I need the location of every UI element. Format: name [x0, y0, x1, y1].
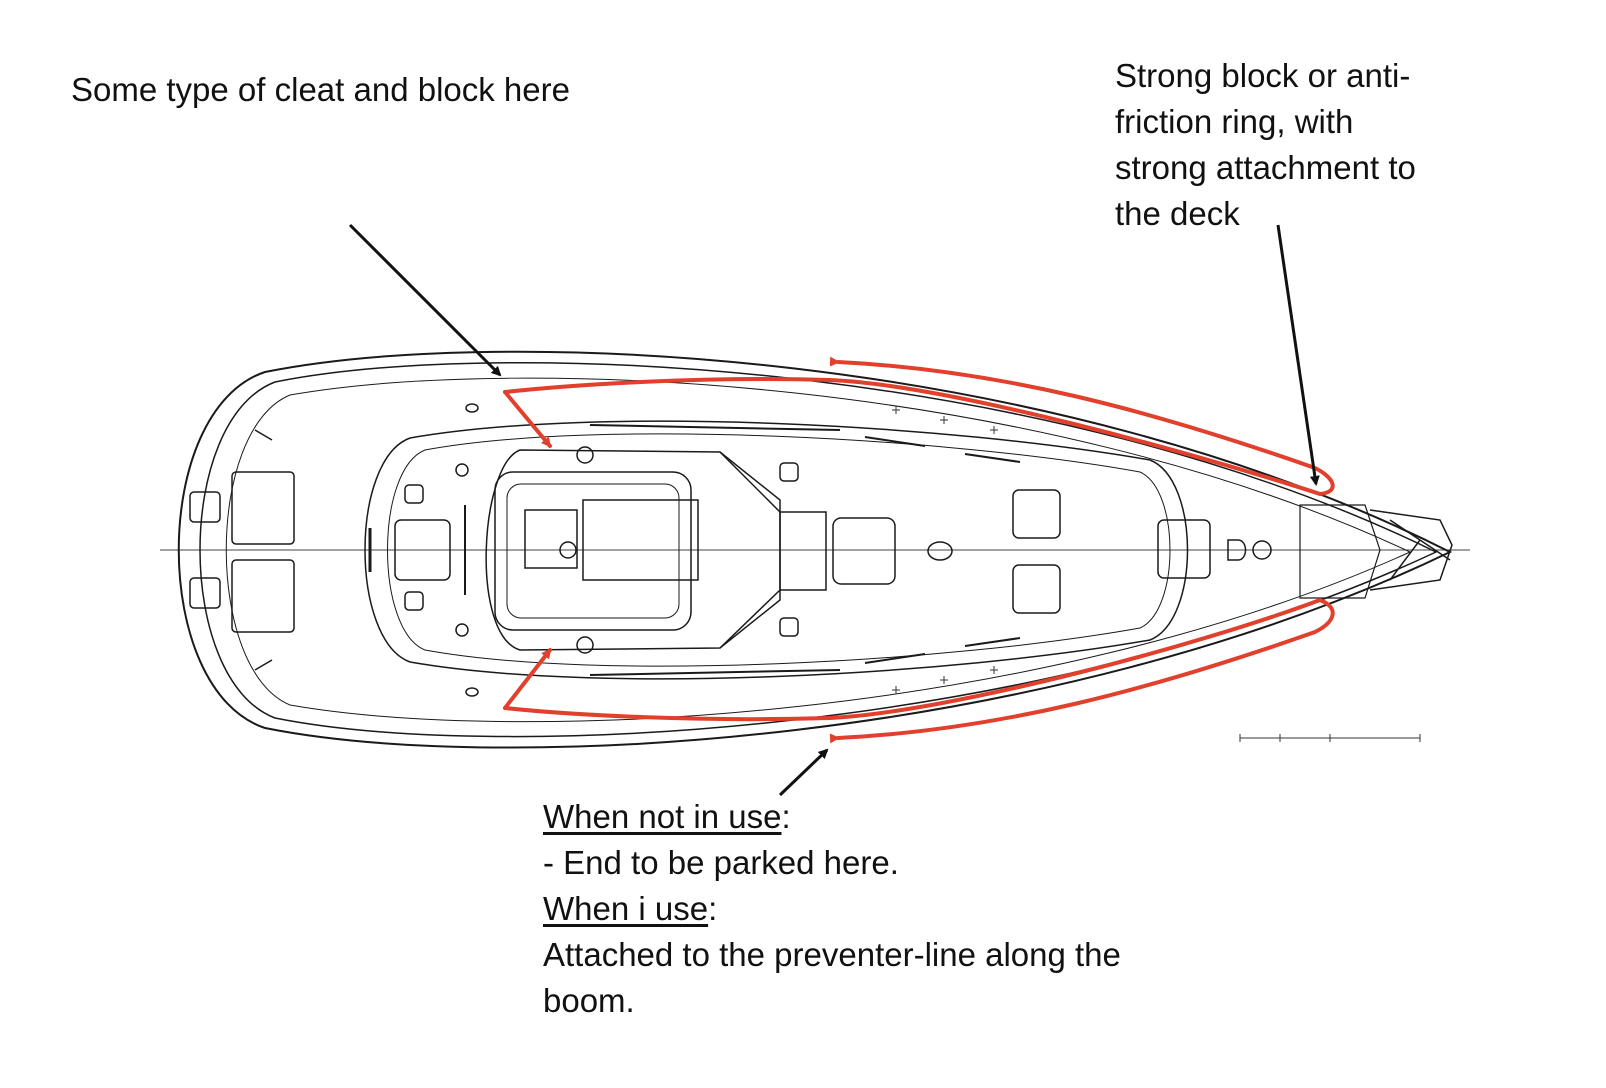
note-parking-heading-1: When not in use: [543, 798, 782, 835]
cockpit: [485, 446, 827, 654]
preventer-route: [503, 356, 1335, 744]
arrow-park: [778, 748, 829, 797]
note-parking-heading-1-row: When not in use:: [543, 798, 791, 835]
stern-fittings: [189, 429, 295, 671]
route-top-rail: [503, 356, 1335, 496]
note-parking-heading-2-row: When i use:: [543, 890, 718, 927]
note-block-line-1: Strong block or anti-: [1115, 57, 1411, 94]
cabin-top: [364, 420, 1189, 680]
route-diagonal-top: [503, 390, 552, 448]
arrow-cleat: [348, 223, 502, 377]
note-parking: When not in use: - End to be parked here…: [543, 794, 1121, 1024]
hull: [177, 350, 1453, 749]
note-parking-heading-2: When i use: [543, 890, 709, 927]
scale-bar: [1239, 734, 1421, 742]
deck-tracks: [368, 424, 1021, 676]
bow-fitting: [1299, 504, 1453, 599]
route-diagonal-bottom: [503, 648, 552, 710]
note-parking-line-1: - End to be parked here.: [543, 844, 899, 881]
note-block-line-3: strong attachment to: [1115, 149, 1416, 186]
note-cleat-text: Some type of cleat and block here: [71, 71, 570, 108]
note-parking-line-2: Attached to the preventer-line along the: [543, 936, 1121, 973]
note-strong-block: Strong block or anti- friction ring, wit…: [1115, 53, 1416, 237]
annotation-arrows: [348, 223, 1320, 797]
note-cleat-block: Some type of cleat and block here: [71, 67, 570, 113]
arrow-block: [1276, 224, 1320, 486]
hatches: [394, 403, 1272, 697]
note-block-line-4: the deck: [1115, 195, 1240, 232]
route-bottom-rail: [503, 598, 1335, 744]
note-parking-line-3: boom.: [543, 982, 635, 1019]
note-block-line-2: friction ring, with: [1115, 103, 1354, 140]
deck-marks: [892, 406, 998, 694]
